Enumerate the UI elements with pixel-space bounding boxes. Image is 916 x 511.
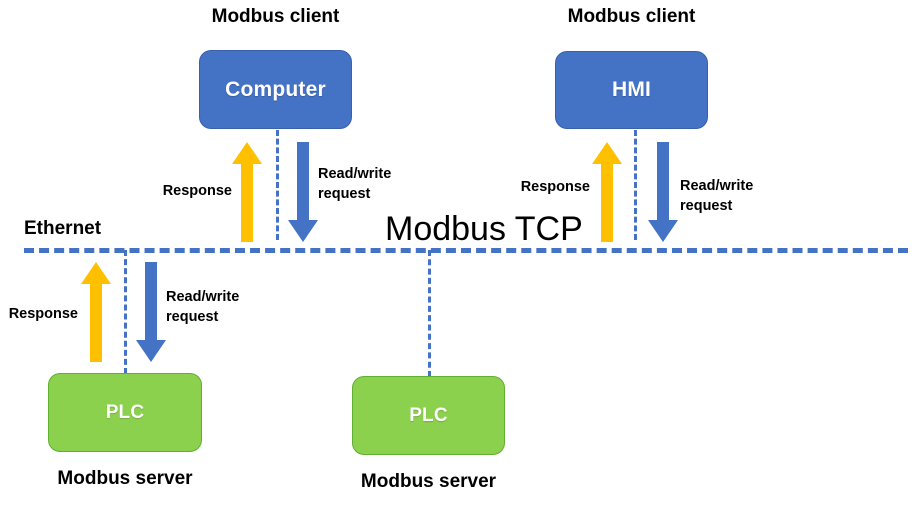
node-plc-left[interactable]: PLC <box>48 373 202 452</box>
node-computer[interactable]: Computer <box>199 50 352 129</box>
drop-line-hmi <box>634 130 637 240</box>
arrow-request-computer <box>288 142 318 242</box>
label-modbus-tcp: Modbus TCP <box>385 210 583 248</box>
label-response-hmi: Response <box>520 179 590 195</box>
node-plc-left-label: PLC <box>105 401 145 423</box>
label-request-hmi: Read/write request <box>680 178 754 214</box>
drop-line-computer <box>276 130 279 240</box>
ethernet-bus-line <box>24 248 908 253</box>
arrow-response-hmi <box>592 142 622 242</box>
drop-line-plc-right <box>428 250 431 377</box>
caption-plc-right-role: Modbus server <box>360 471 497 492</box>
node-plc-right-label: PLC <box>409 404 448 426</box>
node-plc-right[interactable]: PLC <box>352 376 505 455</box>
label-response-computer: Response <box>162 183 232 199</box>
caption-hmi-role: Modbus client <box>567 6 696 27</box>
arrow-response-computer <box>232 142 262 242</box>
arrow-response-plc-left <box>81 262 111 362</box>
node-hmi[interactable]: HMI <box>555 51 708 129</box>
caption-plc-left-role: Modbus server <box>57 468 193 489</box>
node-computer-label: Computer <box>225 77 326 101</box>
caption-computer-role: Modbus client <box>211 6 340 27</box>
arrow-request-plc-left <box>136 262 166 362</box>
label-response-plc-left: Response <box>8 306 78 322</box>
arrow-request-hmi <box>648 142 678 242</box>
drop-line-plc-left <box>124 250 127 374</box>
node-hmi-label: HMI <box>611 78 652 101</box>
label-ethernet: Ethernet <box>24 218 102 239</box>
label-request-computer: Read/write request <box>318 166 392 202</box>
label-request-plc-left: Read/write request <box>166 289 240 325</box>
